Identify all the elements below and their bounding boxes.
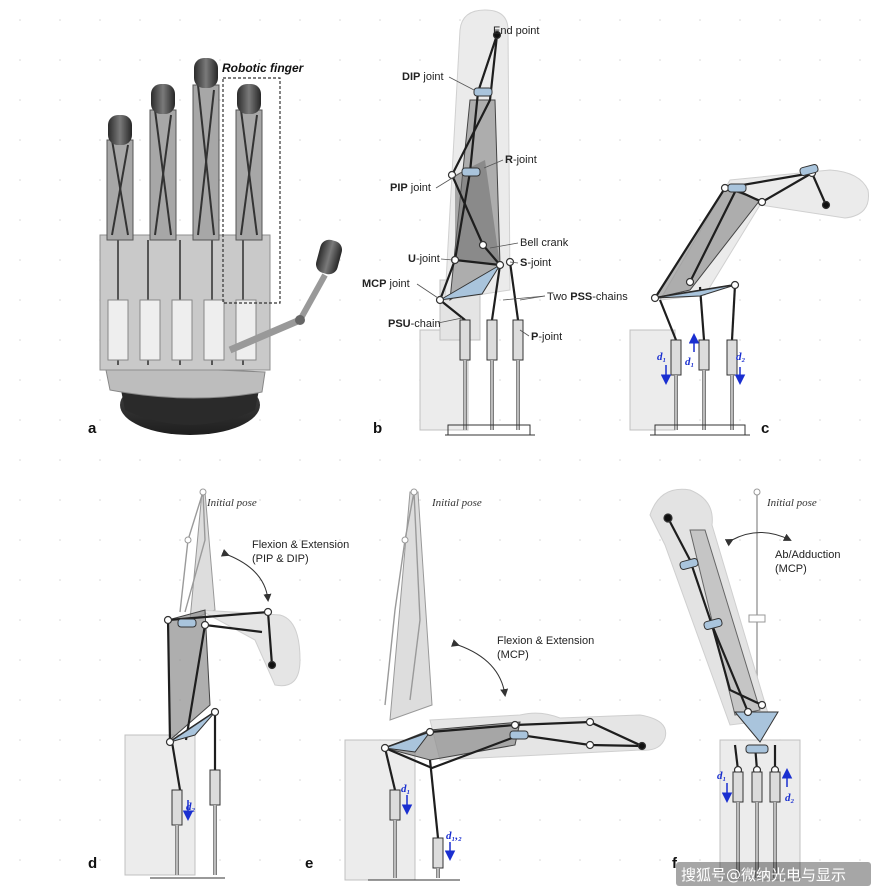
initial-pose-label: Initial pose	[431, 497, 482, 509]
motion-label-line1: Ab/Adduction	[775, 549, 840, 561]
actuator-columns	[445, 319, 535, 436]
palm-plate	[104, 364, 266, 399]
d1-label: d₁	[685, 356, 694, 368]
motion-label-line2: (MCP)	[775, 563, 807, 575]
pip-joint-pin	[461, 167, 481, 177]
panel-letters: a b c d e f	[88, 420, 769, 872]
panel-letter-f: f	[672, 855, 678, 872]
d2-label: d₂	[186, 801, 196, 813]
p-joint-label: P-joint	[531, 331, 562, 343]
panel-letter-a: a	[88, 420, 97, 437]
panel-a-robotic-hand: Robotic finger	[99, 58, 343, 435]
d1-label: d₁	[401, 783, 410, 795]
panel-letter-e: e	[305, 855, 313, 872]
panel-b-kinematic-labels: End point DIP joint R-joint PIP joint Be…	[362, 9, 628, 436]
pip-joint-label: PIP joint	[390, 182, 431, 194]
watermark: 搜狐号@微纳光电与显示	[676, 862, 871, 886]
initial-pose-label: Initial pose	[766, 497, 817, 509]
d12-label: d₁,₂	[446, 830, 462, 842]
panel-f-ab-adduction: Initial pose Ab/Adduction (MCP) d₁ d₂	[649, 488, 840, 881]
rotation-arrow	[724, 532, 792, 547]
finger-4	[235, 84, 263, 241]
r-joint-label: R-joint	[505, 154, 537, 166]
rotation-arrow	[220, 549, 272, 602]
robotic-finger-title: Robotic finger	[222, 61, 305, 75]
u-joint-label: U-joint	[408, 253, 440, 265]
finger-3	[192, 58, 220, 241]
palm-actuators	[107, 299, 257, 361]
psu-chain-label: PSU-chain	[388, 318, 441, 330]
d1-label: d₁	[657, 351, 666, 363]
mcp-triangle	[733, 711, 779, 743]
motion-label-line1: Flexion & Extension	[497, 635, 594, 647]
end-point-label: End point	[493, 25, 539, 37]
motion-label-line2: (MCP)	[497, 649, 529, 661]
thumb	[228, 239, 343, 354]
finger-shell-ghost	[659, 169, 870, 301]
panel-e-mcp-flexion: Initial pose Flexion & Extension (MCP) d…	[344, 488, 667, 881]
bell-crank-label: Bell crank	[520, 237, 569, 249]
fingertip	[108, 115, 132, 145]
panel-letter-c: c	[761, 420, 769, 437]
motion-label-line2: (PIP & DIP)	[252, 553, 309, 565]
panel-letter-b: b	[373, 420, 382, 437]
leader-lines	[416, 76, 546, 337]
fingertip	[237, 84, 261, 114]
d2-label: d₂	[785, 792, 795, 804]
rotation-arrow	[451, 639, 509, 697]
pss-chains-label: Two PSS-chains	[547, 291, 628, 303]
dip-joint-pin	[473, 87, 493, 97]
finger-2	[149, 84, 177, 241]
d1-label: d₁	[717, 770, 726, 782]
robotic-finger-highlight-box	[222, 77, 281, 304]
panel-letter-d: d	[88, 855, 97, 872]
d2-label: d₂	[736, 351, 746, 363]
panel-c-flexed-finger: d₁ d₁ d₂	[629, 163, 870, 436]
motion-label-line1: Flexion & Extension	[252, 539, 349, 551]
s-joint-label: S-joint	[520, 257, 551, 269]
dip-joint-label: DIP joint	[402, 71, 444, 83]
mcp-joint-label: MCP joint	[362, 278, 410, 290]
initial-pose-label: Initial pose	[206, 497, 257, 509]
fingertip	[194, 58, 218, 88]
panel-d-pip-dip-flexion: Initial pose Flexion & Extension (PIP & …	[124, 488, 349, 879]
watermark-text: 搜狐号@微纳光电与显示	[681, 866, 846, 884]
fingertip	[151, 84, 175, 114]
finger-1	[106, 115, 134, 241]
mcp-triangle	[439, 264, 501, 301]
